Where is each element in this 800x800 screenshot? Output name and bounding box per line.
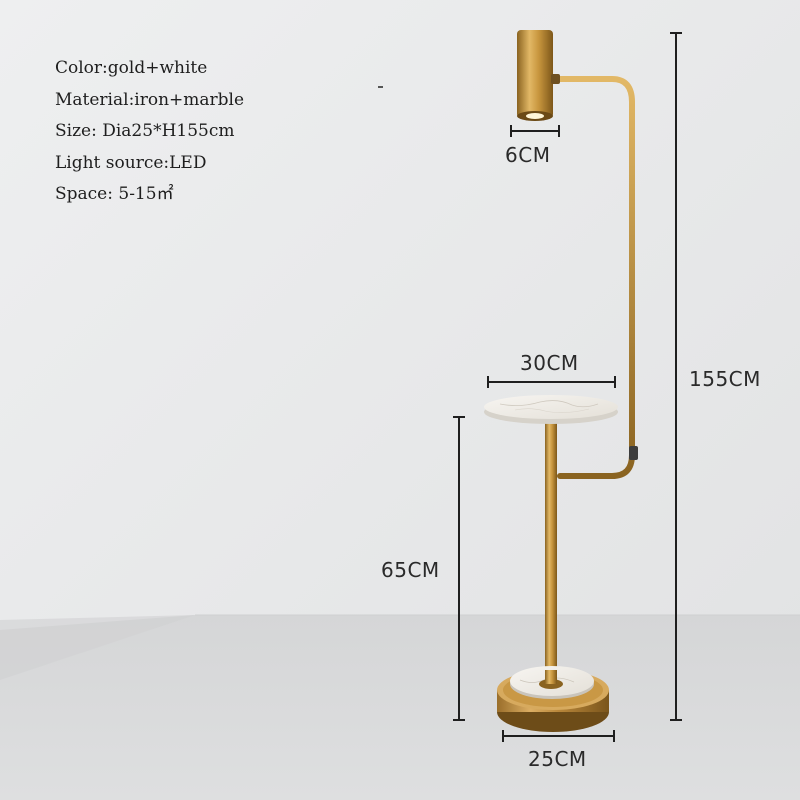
spec-size: Size: Dia25*H155cm (55, 121, 235, 141)
spec-list: Color:gold+white Material:iron+marble Si… (55, 56, 244, 214)
spec-material: Material:iron+marble (55, 89, 245, 110)
tiny-mark (378, 86, 383, 88)
base-diameter-label: 25CM (528, 747, 587, 771)
spec-color: Color:gold+white (55, 58, 208, 78)
switch-icon (629, 446, 638, 460)
marble-tray (484, 395, 618, 424)
spec-space: Space: 5-15㎡ (55, 184, 174, 204)
total-height-label: 155CM (689, 367, 761, 391)
spec-light-source: Light source:LED (55, 152, 207, 173)
head-width-label: 6CM (505, 143, 551, 167)
lamp-pole (545, 418, 557, 684)
tray-height-label: 65CM (381, 558, 440, 582)
lamp-head (517, 30, 560, 121)
dimension-lines (453, 32, 682, 742)
tray-diameter-label: 30CM (520, 351, 579, 375)
lamp-base (497, 666, 609, 732)
